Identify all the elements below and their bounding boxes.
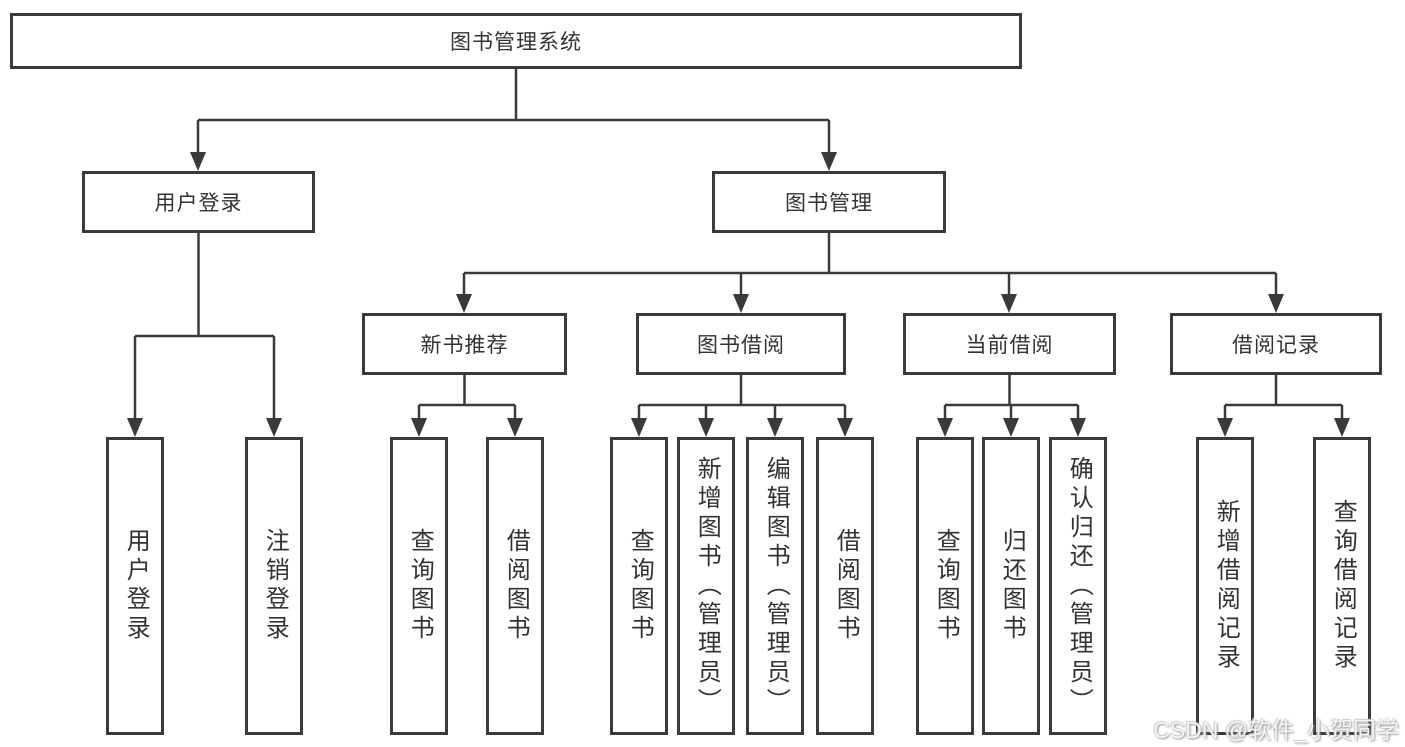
node-query-books-current-label: 查询图书 (932, 528, 960, 644)
node-add-book-admin: 新增图书（管理员） (677, 437, 735, 735)
node-borrowing-records-label: 借阅记录 (1232, 334, 1320, 357)
node-confirm-return-admin-label: 确认归还（管理员） (1065, 455, 1093, 717)
node-borrow-books-borrowing: 借阅图书 (816, 437, 874, 735)
node-current-borrowing: 当前借阅 (903, 313, 1116, 375)
node-book-management-group-label: 图书管理 (785, 192, 873, 215)
node-user-login-group: 用户登录 (82, 171, 315, 233)
node-borrowing-records: 借阅记录 (1170, 313, 1382, 375)
csdn-watermark: CSDN @软件_小贺同学 (1153, 717, 1399, 743)
node-add-borrow-record-label: 新增借阅记录 (1212, 499, 1240, 673)
node-library-management-system: 图书管理系统 (10, 13, 1022, 69)
node-borrow-books-borrowing-label: 借阅图书 (832, 528, 860, 644)
node-library-management-system-label: 图书管理系统 (450, 31, 582, 54)
node-borrow-books-recommend: 借阅图书 (486, 437, 544, 735)
node-query-books-recommend-label: 查询图书 (406, 528, 434, 644)
node-query-books-borrowing-label: 查询图书 (626, 528, 654, 644)
node-new-book-recommendation: 新书推荐 (362, 313, 567, 375)
node-user-login-label: 用户登录 (122, 528, 150, 644)
node-query-books-recommend: 查询图书 (390, 437, 448, 735)
node-new-book-recommendation-label: 新书推荐 (420, 334, 509, 357)
node-current-borrowing-label: 当前借阅 (965, 334, 1054, 357)
node-edit-book-admin-label: 编辑图书（管理员） (762, 455, 790, 717)
node-user-login-group-label: 用户登录 (154, 192, 243, 215)
node-query-borrow-record: 查询借阅记录 (1313, 437, 1371, 735)
node-book-management-group: 图书管理 (712, 171, 946, 233)
node-query-borrow-record-label: 查询借阅记录 (1329, 499, 1357, 673)
node-add-book-admin-label: 新增图书（管理员） (693, 455, 721, 717)
node-edit-book-admin: 编辑图书（管理员） (746, 437, 804, 735)
node-user-login: 用户登录 (106, 437, 164, 735)
node-book-borrowing-label: 图书借阅 (697, 334, 785, 357)
node-return-book-label: 归还图书 (998, 528, 1026, 644)
node-borrow-books-recommend-label: 借阅图书 (502, 528, 530, 644)
node-query-books-borrowing: 查询图书 (610, 437, 668, 735)
node-logout: 注销登录 (245, 437, 303, 735)
node-add-borrow-record: 新增借阅记录 (1196, 437, 1254, 735)
arrowheads (127, 152, 1350, 437)
node-logout-label: 注销登录 (261, 528, 289, 644)
node-query-books-current: 查询图书 (916, 437, 974, 735)
node-confirm-return-admin: 确认归还（管理员） (1049, 437, 1107, 735)
node-return-book: 归还图书 (982, 437, 1040, 735)
node-book-borrowing: 图书借阅 (636, 313, 846, 375)
